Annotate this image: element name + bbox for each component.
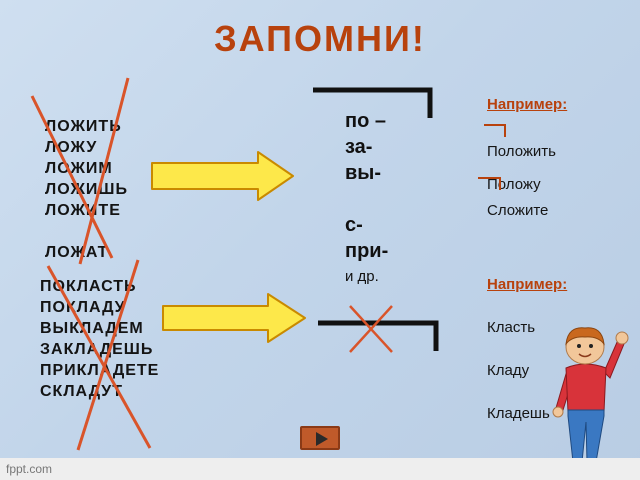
cross-out-icon [76, 259, 140, 451]
page-title: ЗАПОМНИ! [214, 18, 426, 59]
word-item: ЛОЖАТ [45, 244, 109, 261]
example-item: Кладу [487, 362, 530, 379]
footer-logo: fppt.com [6, 462, 53, 476]
root-bracket-bottom [318, 320, 439, 351]
cross-out-icon [46, 265, 152, 449]
word-item: СКЛАДУТ [40, 383, 124, 400]
cross-out-icon [349, 305, 393, 353]
prefix-item: с- [345, 214, 363, 236]
cross-out-icon [30, 95, 114, 259]
prefix-item: по – [345, 110, 386, 132]
play-button[interactable] [300, 426, 340, 450]
arrow-right-icon [151, 151, 294, 201]
footer-bar: fppt.com [0, 458, 640, 480]
arrow-right-icon [162, 293, 306, 343]
examples-heading: Например: [487, 276, 568, 293]
examples-klad: Например: Класть Кладу Кладешь [487, 276, 567, 422]
cross-out-icon [78, 77, 130, 265]
word-item: ПРИКЛАДЕТЕ [40, 362, 160, 379]
example-item: Класть [487, 319, 536, 336]
root-mark-small [478, 177, 501, 190]
word-item: ЛОЖИШЬ [45, 181, 128, 198]
root-bracket-top [313, 87, 433, 118]
word-item: ЛОЖИМ [45, 160, 113, 177]
prefix-etc: и др. [345, 268, 379, 285]
example-item: Сложите [487, 202, 549, 219]
word-list-lozh: ЛОЖИТЬ ЛОЖУ ЛОЖИМ ЛОЖИШЬ ЛОЖИТЕ ЛОЖАТ [45, 116, 128, 263]
example-item: Кладешь [487, 405, 550, 422]
root-mark-small [484, 124, 506, 137]
word-item: ПОКЛАСТЬ [40, 278, 137, 295]
prefix-item: вы- [345, 162, 382, 184]
word-item: ПОКЛАДУ [40, 299, 126, 316]
example-item: Положить [487, 143, 556, 160]
word-item: ЛОЖИТЕ [45, 202, 121, 219]
play-icon [316, 432, 328, 446]
word-item: ЛОЖИТЬ [45, 118, 122, 135]
prefix-item: при- [345, 240, 389, 262]
examples-lozh: Например: Положить Положу Сложите [487, 96, 567, 219]
examples-heading: Например: [487, 96, 568, 113]
boy-illustration-icon [552, 327, 629, 472]
word-item: ЛОЖУ [45, 139, 98, 156]
prefix-item: за- [345, 136, 373, 158]
prefix-list: по – за- вы- с- при- и др. [345, 108, 388, 290]
